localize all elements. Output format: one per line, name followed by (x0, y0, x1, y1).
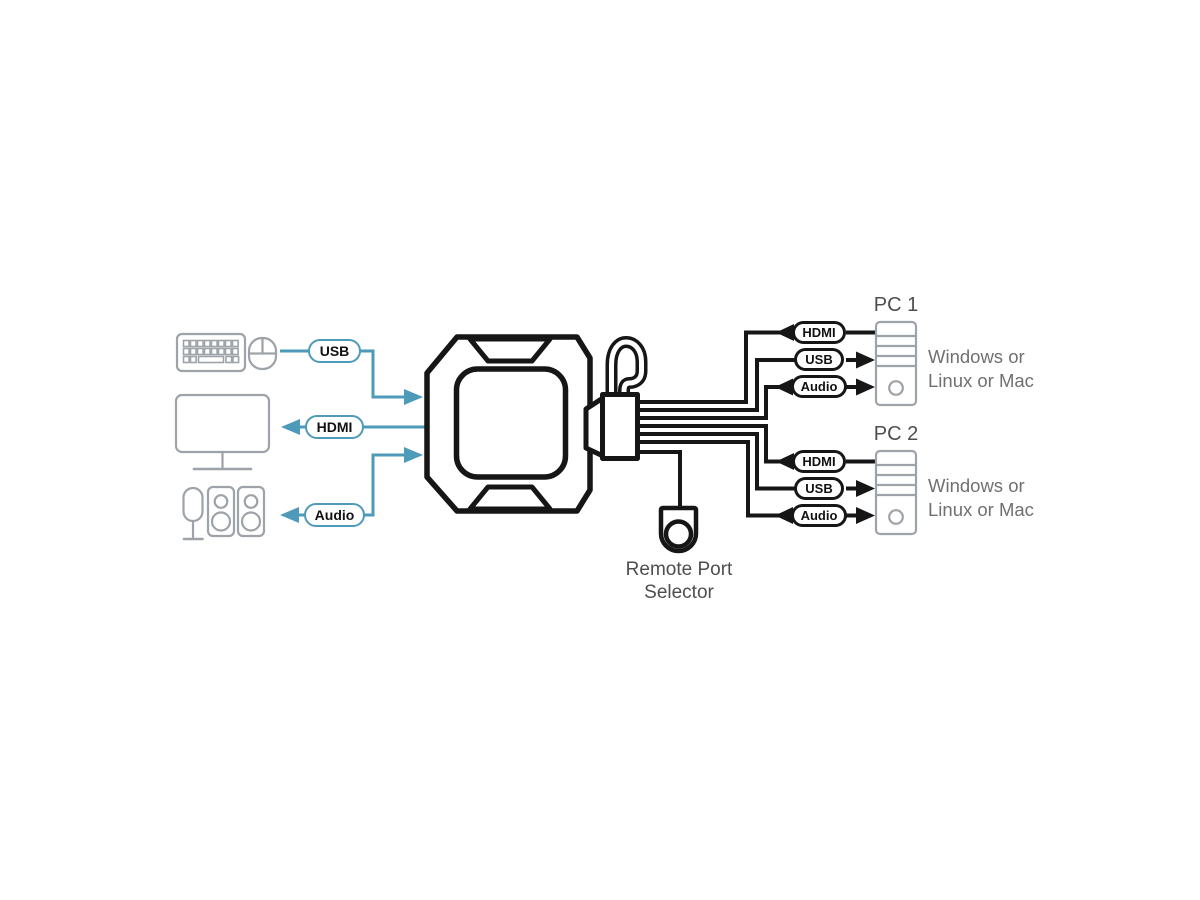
pc1-tower-icon (874, 320, 918, 407)
pc2-hdmi-cable (634, 424, 781, 464)
kvm-switch-top-panel (453, 366, 569, 480)
kvm-switch-top-bezel (467, 336, 553, 364)
pc2-title: PC 2 (873, 423, 919, 445)
pc2-usb-cable (634, 432, 796, 491)
arrow-right-icon (856, 507, 875, 524)
selector-cable (634, 450, 682, 510)
arrow-right-icon (404, 389, 423, 405)
kvm-switch-bottom-bezel (467, 484, 553, 512)
pc1-audio-pill: Audio (791, 375, 847, 398)
arrow-left-icon (281, 419, 300, 435)
pc1-os-label: Windows or Linux or Mac (928, 346, 1034, 391)
pc1-hdmi-cable (634, 330, 781, 404)
selector-button (663, 519, 694, 549)
pc2-os-label: Windows or Linux or Mac (928, 475, 1034, 520)
arrow-right-icon (404, 447, 423, 463)
console-audio-pill: Audio (304, 503, 365, 527)
speaker-icon (236, 485, 266, 538)
pc2-hdmi-pill: HDMI (792, 450, 846, 473)
power-button-icon (888, 509, 904, 525)
speaker-icon (206, 485, 236, 538)
console-hdmi-pill: HDMI (305, 415, 364, 439)
cable-junction-block (600, 392, 640, 461)
mouse-icon (247, 336, 278, 371)
pc1-title: PC 1 (873, 294, 919, 316)
arrow-left-icon (776, 324, 794, 341)
pc1-usb-pill: USB (794, 348, 844, 371)
keyboard-icon (175, 332, 247, 373)
pc2-usb-pill: USB (794, 477, 844, 500)
kvm-switch-illustration (424, 334, 648, 514)
monitor-icon (174, 393, 271, 471)
pc1-audio-cable (634, 385, 780, 420)
arrow-right-icon (856, 480, 875, 497)
remote-port-selector-icon (658, 505, 699, 554)
pc1-usb-cable (634, 358, 796, 412)
power-button-icon (888, 380, 904, 396)
cable-loop-highlight (609, 339, 644, 397)
arrow-right-icon (856, 351, 875, 369)
remote-port-selector-label: Remote Port Selector (625, 559, 733, 603)
arrow-left-icon (776, 453, 794, 470)
pc1-hdmi-pill: HDMI (792, 321, 846, 344)
arrow-left-icon (280, 507, 299, 523)
arrow-left-icon (775, 507, 793, 524)
pc2-audio-pill: Audio (791, 504, 847, 527)
console-usb-pill: USB (308, 339, 361, 363)
pc-cables (634, 324, 877, 524)
microphone-icon (182, 486, 204, 541)
arrow-left-icon (775, 378, 793, 396)
pc2-tower-icon (874, 449, 918, 536)
arrow-right-icon (856, 378, 875, 396)
pc2-audio-cable (634, 440, 780, 518)
